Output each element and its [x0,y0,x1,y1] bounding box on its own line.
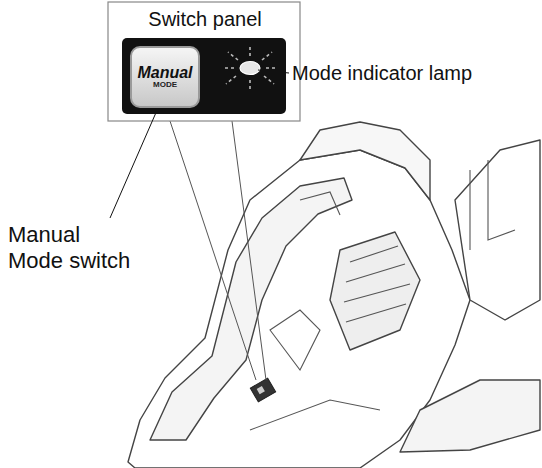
tool-grill [330,232,420,350]
callout-frame [108,2,300,121]
tool-detail-line [346,264,405,282]
tool-top-housing [300,122,430,200]
tool-detail-line [270,310,320,370]
lamp-rays [222,44,278,92]
button-label: Manual [137,64,192,82]
tool-shoe [400,380,540,452]
part-label: Manual Mode switch [8,222,136,275]
switch-on-tool [257,386,265,394]
callout-pointer [232,121,266,380]
tool-detail-line [344,284,410,302]
panel-heading: Switch panel [110,8,300,30]
tool-detail-line [488,160,515,240]
callout-pointer [170,121,256,380]
tool-detail-line [350,246,398,262]
tool-handle-grip [150,178,352,440]
leader-line [258,70,289,73]
tool-detail-line [469,170,470,250]
button-sublabel: MODE [153,81,177,90]
switch-panel-ground [122,38,286,114]
switch-panel: ManualMODE Switch panel [110,4,300,116]
tool-guard [455,140,540,320]
leader-line [110,108,158,218]
tool-detail-line [300,192,340,215]
tool-detail-line [250,400,380,430]
part-label: Mode indicator lamp [292,61,472,85]
mode-indicator-lamp [240,62,260,75]
manual-mode-button: ManualMODE [130,46,200,108]
switch-panel-on-tool [250,378,275,402]
tool-detail-line [346,304,406,322]
